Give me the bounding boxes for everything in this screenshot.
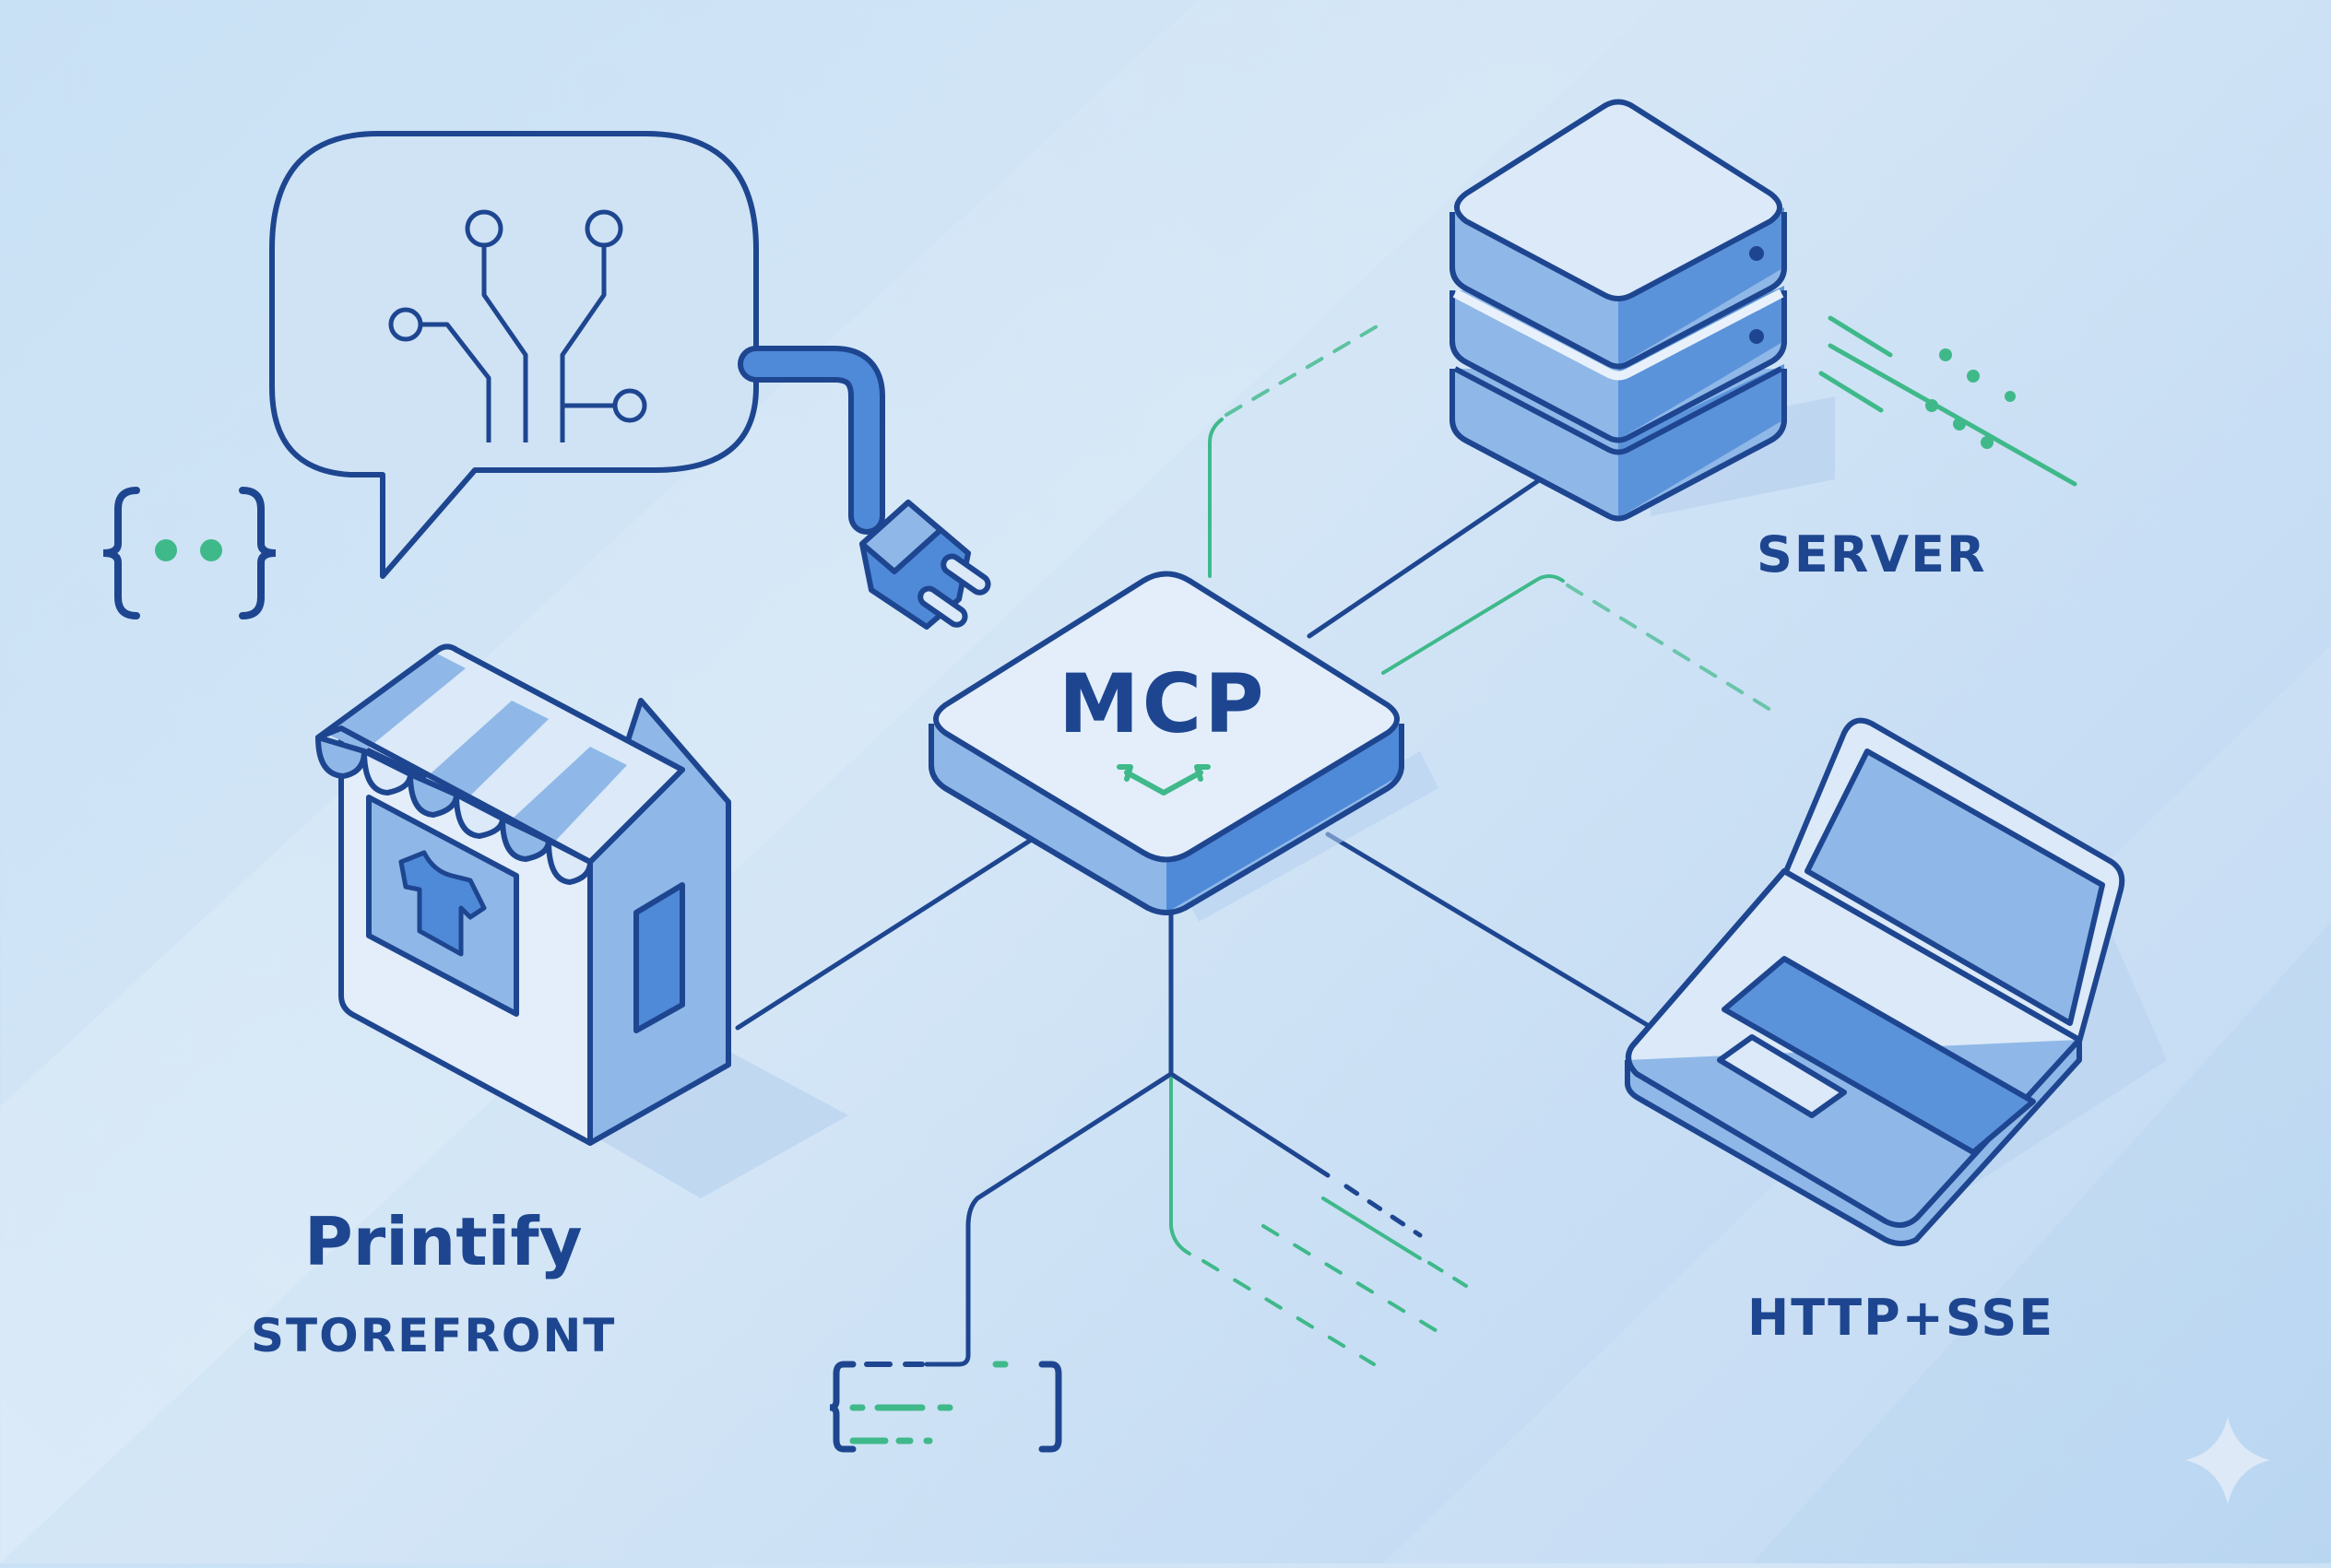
laptop-keyboard	[1722, 956, 2036, 1155]
awning-stripes	[325, 653, 627, 848]
code-braces-icon	[829, 1361, 1062, 1453]
server-stack-icon	[1449, 99, 1835, 522]
laptop-label: HTTP+SSE	[1747, 1289, 2055, 1347]
edge-mcp-server	[1307, 458, 1570, 639]
server-stream-lines	[1818, 315, 2077, 487]
green-line-down	[1169, 1077, 1191, 1256]
mcp-hub[interactable]	[929, 571, 1438, 923]
connection-lines	[735, 458, 1662, 1367]
mcp-top-face	[933, 571, 1400, 863]
edge-mcp-laptop	[1325, 831, 1662, 1035]
server-stream-dots	[1925, 348, 2016, 449]
storefront-door	[633, 882, 685, 1033]
sparkle-icon	[2185, 1417, 2270, 1504]
edge-branch-dashes	[1343, 1184, 1423, 1238]
json-braces-icon	[102, 487, 277, 619]
laptop-icon	[1625, 717, 2167, 1246]
plug-cable-icon	[738, 346, 991, 630]
green-accent-lines	[1169, 321, 1772, 1366]
plug-icon	[859, 500, 991, 630]
edge-mcp-json	[924, 910, 1174, 1367]
green-line-right	[1381, 574, 1565, 675]
storefront-icon	[315, 643, 848, 1198]
server-label: SERVER	[1757, 525, 1987, 584]
storefront-title: Printify	[304, 1203, 583, 1280]
server-led	[1749, 329, 1764, 344]
bidirectional-arrows-icon	[1117, 764, 1211, 796]
storefront-subtitle: STOREFRONT	[251, 1309, 617, 1362]
circuit-traces-icon	[388, 209, 647, 442]
mcp-hub-label: MCP	[1059, 656, 1267, 751]
edge-mcp-storefront	[735, 836, 1035, 1031]
green-line-up	[1208, 418, 1224, 578]
server-led	[1749, 246, 1764, 261]
tshirt-icon	[398, 850, 487, 957]
laptop-trackpad	[1717, 1034, 1847, 1118]
edge-branch-right	[1168, 1071, 1331, 1178]
ai-chat-bubble-icon	[269, 131, 759, 579]
awning-scallops	[315, 735, 593, 885]
server-top-face	[1454, 99, 1782, 301]
